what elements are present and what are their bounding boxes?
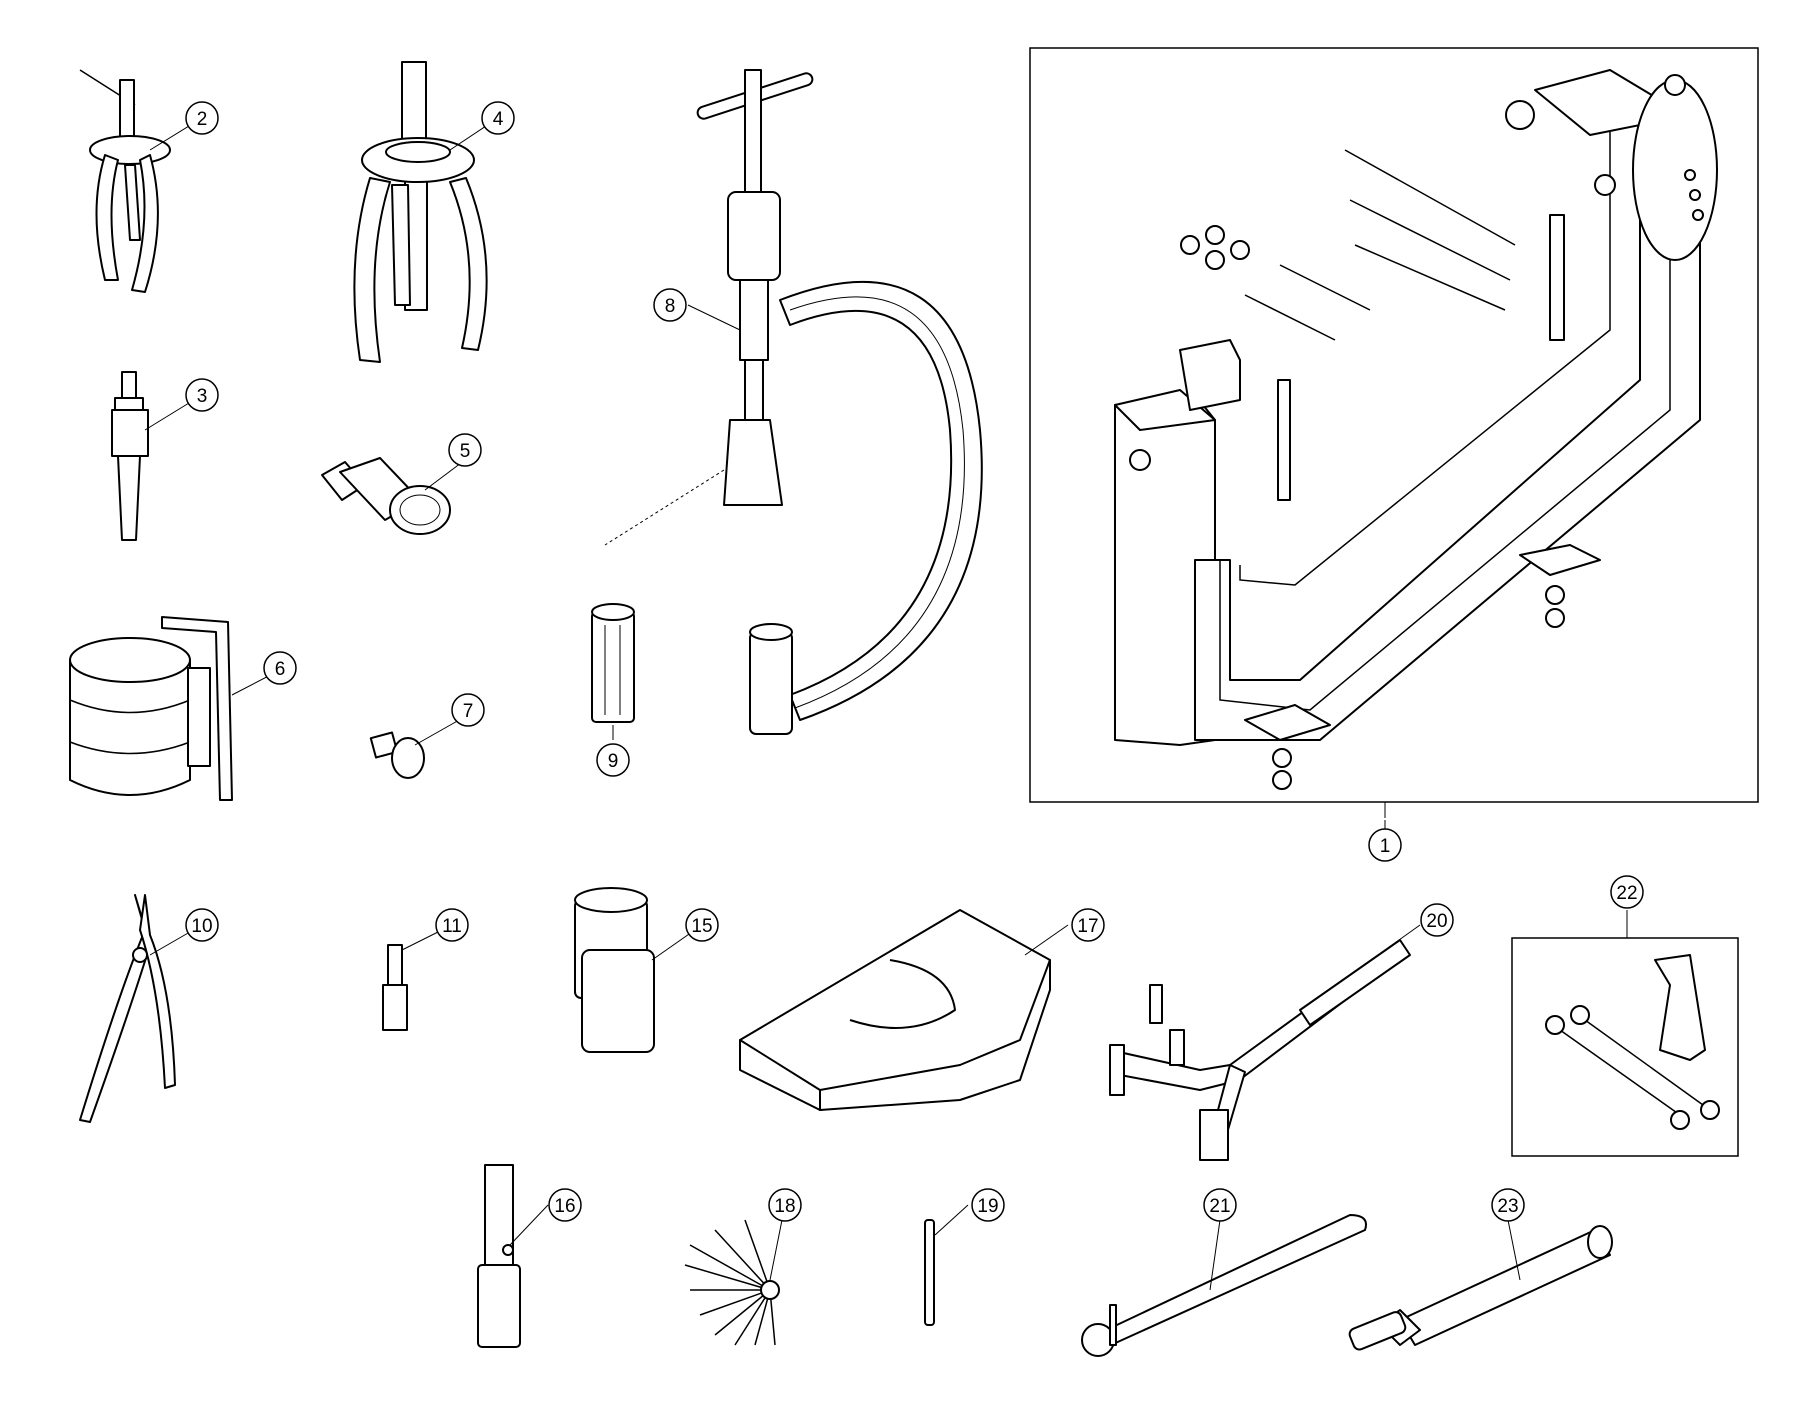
pin-icon [924, 1219, 935, 1326]
feeler-gauge-icon [684, 1219, 780, 1346]
bearing-drift-icon [1348, 1225, 1613, 1351]
callout-number: 4 [493, 109, 504, 130]
piston-ring-compressor-icon [69, 616, 233, 801]
callout-number: 21 [1209, 1196, 1230, 1217]
callout-circle [448, 433, 482, 467]
callout-circle [1610, 875, 1644, 909]
callout-circle [451, 693, 485, 727]
callout-number: 22 [1616, 883, 1637, 904]
callout-number: 5 [460, 441, 471, 462]
callout-circle [1203, 1188, 1237, 1222]
three-jaw-puller-icon [79, 69, 171, 293]
engine-support-stand-icon [1029, 47, 1759, 818]
callout-number: 3 [197, 386, 208, 407]
socket-icon [574, 887, 655, 1053]
callout-2: 2 [185, 101, 219, 135]
callout-18: 18 [768, 1188, 802, 1222]
callout-circle [685, 908, 719, 942]
callout-number: 15 [691, 916, 712, 937]
callout-11: 11 [435, 908, 469, 942]
callout-20: 20 [1420, 903, 1454, 937]
flywheel-extractor-icon [321, 457, 451, 535]
callout-6: 6 [263, 651, 297, 685]
slide-hammer-icon [111, 371, 149, 541]
callout-number: 9 [608, 751, 619, 772]
callout-circle [653, 288, 687, 322]
callout-circle [1491, 1188, 1525, 1222]
callout-21: 21 [1203, 1188, 1237, 1222]
callout-17: 17 [1071, 908, 1105, 942]
callout-circle [1368, 828, 1402, 862]
piston-support-plate-icon [739, 909, 1051, 1111]
callout-circle [185, 378, 219, 412]
callout-circle [1420, 903, 1454, 937]
callout-3: 3 [185, 378, 219, 412]
callout-circle [768, 1188, 802, 1222]
drift-pin-icon [369, 731, 425, 779]
callout-circle [1071, 908, 1105, 942]
callout-circle [596, 743, 630, 777]
callout-22: 22 [1610, 875, 1644, 909]
callout-circle [971, 1188, 1005, 1222]
callout-circle [185, 908, 219, 942]
callout-23: 23 [1491, 1188, 1525, 1222]
callout-number: 7 [463, 701, 474, 722]
callout-circle [263, 651, 297, 685]
callout-number: 19 [977, 1196, 998, 1217]
punch-icon [382, 944, 408, 1031]
callout-circle [481, 101, 515, 135]
callout-5: 5 [448, 433, 482, 467]
callout-10: 10 [185, 908, 219, 942]
flywheel-holder-icon [1109, 939, 1411, 1161]
spark-plug-wrench-icon [477, 1164, 521, 1348]
callout-number: 20 [1426, 911, 1447, 932]
pin-wrench-icon [1081, 1214, 1367, 1357]
bearing-puller-icon [353, 61, 488, 363]
callout-number: 18 [774, 1196, 795, 1217]
callout-number: 23 [1497, 1196, 1518, 1217]
callout-8: 8 [653, 288, 687, 322]
circlip-pliers-icon [79, 894, 176, 1123]
valve-adapter-icon [591, 603, 635, 723]
bracket-kit-icon [1511, 937, 1739, 1157]
callout-number: 11 [442, 916, 462, 937]
callout-4: 4 [481, 101, 515, 135]
callout-number: 6 [275, 659, 286, 680]
callout-15: 15 [685, 908, 719, 942]
valve-spring-compressor-icon [604, 69, 983, 735]
callout-9: 9 [596, 743, 630, 777]
callout-7: 7 [451, 693, 485, 727]
callout-19: 19 [971, 1188, 1005, 1222]
callout-1: 1 [1368, 828, 1402, 862]
callout-number: 2 [197, 109, 208, 130]
callout-circle [185, 101, 219, 135]
callout-number: 17 [1077, 916, 1098, 937]
callout-circle [435, 908, 469, 942]
callout-16: 16 [548, 1188, 582, 1222]
callout-circle [548, 1188, 582, 1222]
callout-number: 1 [1380, 836, 1391, 857]
callout-number: 16 [554, 1196, 575, 1217]
callout-number: 8 [665, 296, 676, 317]
callout-number: 10 [191, 916, 212, 937]
